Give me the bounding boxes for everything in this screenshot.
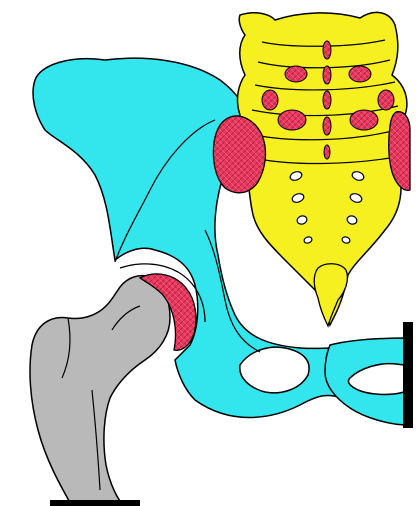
floor-line — [50, 500, 140, 506]
pubic-symphysis-bar — [403, 322, 413, 428]
left-sacroiliac-joint — [213, 116, 265, 193]
coccyx — [314, 264, 347, 326]
obturator-foramen — [240, 347, 309, 393]
femur — [30, 276, 170, 506]
